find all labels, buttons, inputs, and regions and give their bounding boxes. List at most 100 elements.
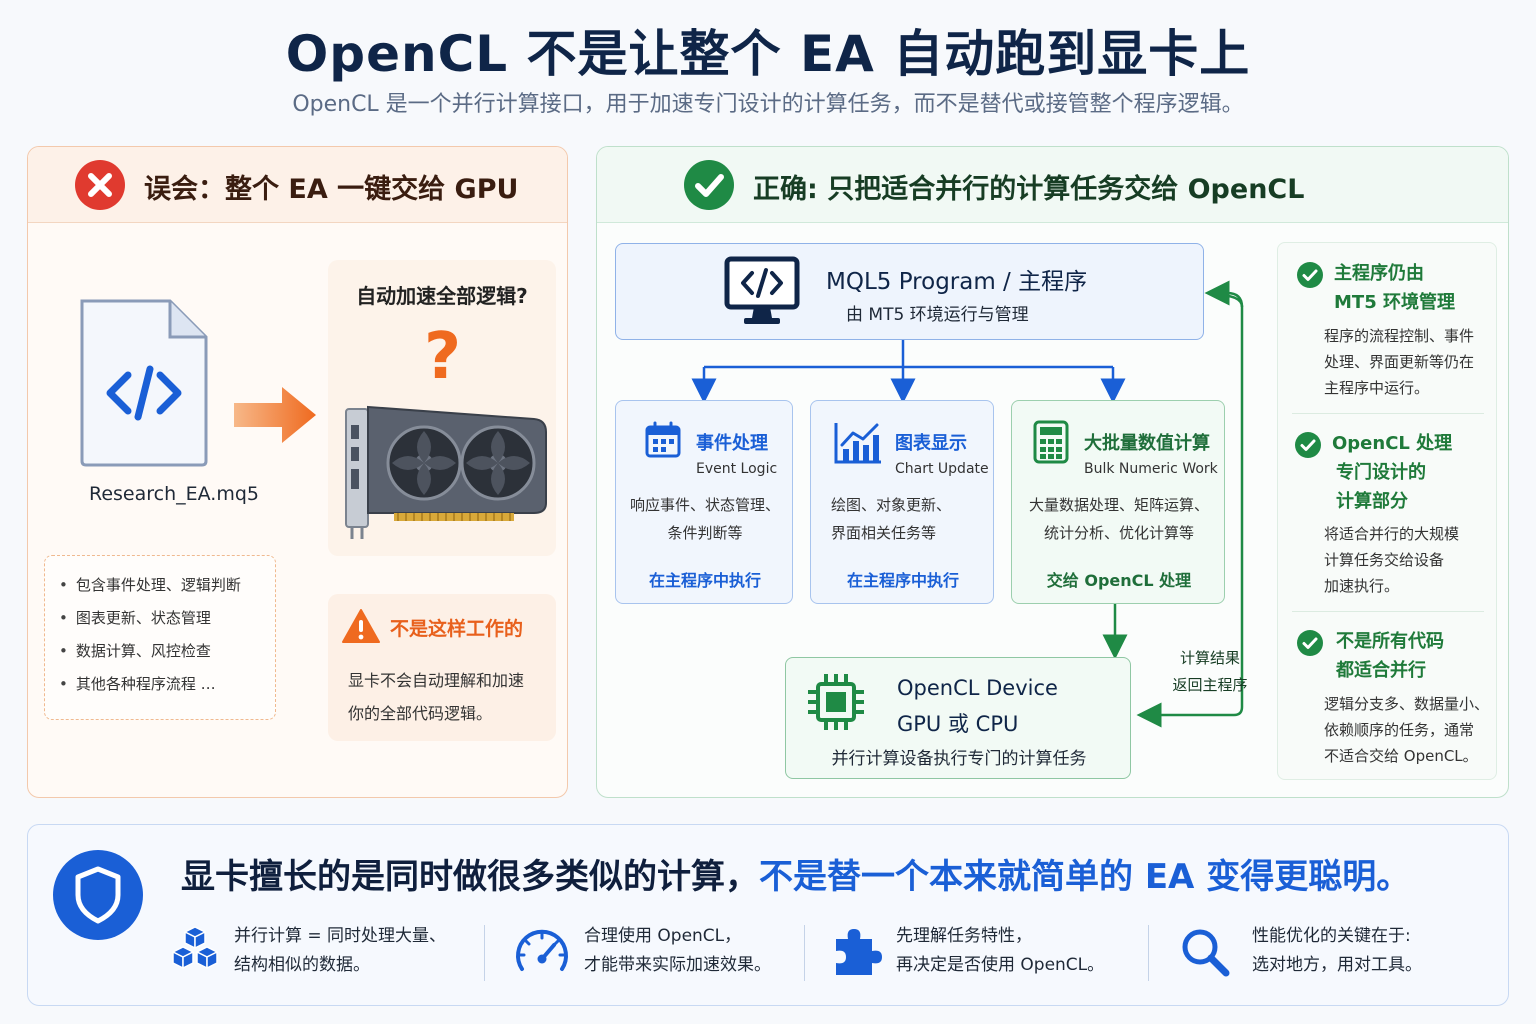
warning-line: 你的全部代码逻辑。 <box>348 704 493 723</box>
warning-icon <box>342 609 380 643</box>
card-desc-line: 大量数据处理、矩阵运算、 <box>1028 496 1209 514</box>
card-desc-line: 绘图、对象更新、 <box>831 496 952 514</box>
flow-connectors <box>691 280 1244 728</box>
list-item: 包含事件处理、逻辑判断 <box>59 569 275 602</box>
warning-title: 不是这样工作的 <box>390 618 524 640</box>
feature-line: 合理使用 OpenCL， <box>584 926 742 946</box>
side-title-line: 专门设计的 <box>1336 462 1426 483</box>
card-footer: 交给 OpenCL 处理 <box>1046 571 1192 590</box>
opencl-device-box: OpenCL Device GPU 或 CPU 并行计算设备执行专门的计算任务 <box>785 657 1131 779</box>
return-label-line: 计算结果 <box>1179 649 1240 667</box>
summary-headline: 显卡擅长的是同时做很多类似的计算，不是替一个本来就简单的 EA 变得更聪明。 <box>181 849 1410 898</box>
side-text-line: 逻辑分支多、数据量小、 <box>1324 695 1490 713</box>
side-note-title: OpenCL 处理 专门设计的 计算部分 <box>1332 429 1452 516</box>
feature-line: 才能带来实际加速效果。 <box>584 955 771 975</box>
headline-part-dark: 显卡擅长的是同时做很多类似的计算， <box>181 857 759 897</box>
warning-text: 显卡不会自动理解和加速 你的全部代码逻辑。 <box>348 664 548 730</box>
divider <box>1292 413 1484 414</box>
side-title-line: 都适合并行 <box>1336 660 1426 681</box>
code-file-icon <box>80 299 208 467</box>
shield-icon <box>53 850 143 940</box>
side-text-line: 不适合交给 OpenCL。 <box>1324 747 1478 765</box>
calendar-icon <box>645 421 681 458</box>
bulk-numeric-card: 大批量数值计算 Bulk Numeric Work 大量数据处理、矩阵运算、 统… <box>1011 400 1225 604</box>
side-text-line: 计算任务交给设备 <box>1324 551 1445 569</box>
side-text-line: 处理、界面更新等仍在 <box>1324 353 1475 371</box>
side-notes: 主程序仍由 MT5 环境管理 程序的流程控制、事件 处理、界面更新等仍在 主程序… <box>1277 242 1497 780</box>
side-text-line: 依赖顺序的任务，通常 <box>1324 721 1475 739</box>
feature-text: 合理使用 OpenCL， 才能带来实际加速效果。 <box>584 922 771 980</box>
summary-panel: 显卡擅长的是同时做很多类似的计算，不是替一个本来就简单的 EA 变得更聪明。 并… <box>27 824 1509 1006</box>
card-desc-line: 界面相关任务等 <box>831 524 937 542</box>
chart-update-card: 图表显示 Chart Update 绘图、对象更新、 界面相关任务等 在主程序中… <box>810 400 994 604</box>
list-item: 数据计算、风控检查 <box>59 635 275 668</box>
side-title-line: 不是所有代码 <box>1336 631 1444 652</box>
warning-line: 显卡不会自动理解和加速 <box>348 671 525 690</box>
check-circle-icon <box>1295 432 1321 458</box>
cubes-icon <box>172 926 218 969</box>
page-subtitle: OpenCL 是一个并行计算接口，用于加速专门设计的计算任务，而不是替代或接管整… <box>292 92 1244 117</box>
side-text-line: 程序的流程控制、事件 <box>1324 327 1475 345</box>
feature-line: 先理解任务特性， <box>896 926 1032 946</box>
card-subtitle: Chart Update <box>895 461 989 477</box>
headline-part-blue: 不是替一个本来就简单的 EA 变得更聪明。 <box>759 857 1411 897</box>
feature-text: 性能优化的关键在于: 选对地方，用对工具。 <box>1252 922 1422 980</box>
check-circle-icon <box>1297 630 1323 656</box>
misconception-header: 误会：整个 EA 一键交给 GPU <box>28 147 567 223</box>
magnifier-icon <box>1182 929 1230 977</box>
divider <box>1292 611 1484 612</box>
chip-icon <box>808 674 864 730</box>
graphics-card-icon <box>345 405 547 539</box>
check-circle-icon <box>1297 262 1323 288</box>
feature-line: 结构相似的数据。 <box>234 955 370 975</box>
correct-title: 正确: 只把适合并行的计算任务交给 OpenCL <box>753 174 1305 205</box>
list-item: 图表更新、状态管理 <box>59 602 275 635</box>
program-title: MQL5 Program / 主程序 <box>826 269 1088 295</box>
side-note-text: 将适合并行的大规模 计算任务交给设备 加速执行。 <box>1324 521 1459 599</box>
feature-line: 性能优化的关键在于: <box>1252 926 1411 946</box>
mql5-program-box: MQL5 Program / 主程序 由 MT5 环境运行与管理 <box>615 243 1204 340</box>
speedometer-icon <box>516 929 568 971</box>
misconception-title: 误会：整个 EA 一键交给 GPU <box>144 174 519 205</box>
warning-box: 不是这样工作的 显卡不会自动理解和加速 你的全部代码逻辑。 <box>328 594 556 741</box>
feature-line: 选对地方，用对工具。 <box>1252 955 1422 975</box>
card-desc-line: 统计分析、优化计算等 <box>1043 524 1194 542</box>
device-type: GPU 或 CPU <box>897 712 1019 736</box>
calculator-icon <box>1033 420 1069 464</box>
card-description: 绘图、对象更新、 界面相关任务等 <box>811 491 995 547</box>
side-title-line: MT5 环境管理 <box>1334 292 1455 313</box>
device-subtitle: 并行计算设备执行专门的计算任务 <box>831 749 1087 769</box>
gpu-question-box: 自动加速全部逻辑? ? <box>328 260 556 556</box>
divider <box>804 925 805 981</box>
side-title-line: 计算部分 <box>1336 491 1408 512</box>
feature-line: 并行计算 = 同时处理大量、 <box>234 926 447 946</box>
card-subtitle: Event Logic <box>696 461 778 477</box>
list-item: 其他各种程序流程 … <box>59 668 275 701</box>
card-title: 图表显示 <box>895 433 967 454</box>
event-logic-card: 事件处理 Event Logic 响应事件、状态管理、 条件判断等 在主程序中执… <box>615 400 793 604</box>
program-subtitle: 由 MT5 环境运行与管理 <box>846 305 1029 325</box>
file-name: Research_EA.mq5 <box>88 483 260 505</box>
device-title: OpenCL Device <box>897 676 1058 700</box>
side-title-line: OpenCL 处理 <box>1332 433 1453 454</box>
puzzle-icon <box>836 929 882 975</box>
error-x-icon <box>75 160 125 210</box>
card-footer: 在主程序中执行 <box>846 571 959 590</box>
card-desc-line: 响应事件、状态管理、 <box>629 496 780 514</box>
misconception-panel: 误会：整个 EA 一键交给 GPU Research_EA.mq5 包含事件处理… <box>27 146 568 798</box>
side-text-line: 加速执行。 <box>1324 577 1400 595</box>
side-text-line: 将适合并行的大规模 <box>1324 525 1460 543</box>
side-note-text: 逻辑分支多、数据量小、 依赖顺序的任务，通常 不适合交给 OpenCL。 <box>1324 691 1489 769</box>
check-circle-icon <box>684 160 734 210</box>
gpu-question: 自动加速全部逻辑? <box>356 284 528 308</box>
side-title-line: 主程序仍由 <box>1334 263 1424 284</box>
side-note-title: 主程序仍由 MT5 环境管理 <box>1334 259 1455 317</box>
card-subtitle: Bulk Numeric Work <box>1084 461 1218 477</box>
side-note-title: 不是所有代码 都适合并行 <box>1336 627 1444 685</box>
card-description: 大量数据处理、矩阵运算、 统计分析、优化计算等 <box>1012 491 1226 547</box>
monitor-code-icon <box>724 256 800 324</box>
page-title: OpenCL 不是让整个 EA 自动跑到显卡上 <box>285 25 1251 83</box>
bar-chart-icon <box>834 423 881 464</box>
divider <box>1148 925 1149 981</box>
card-desc-line: 条件判断等 <box>667 524 743 542</box>
